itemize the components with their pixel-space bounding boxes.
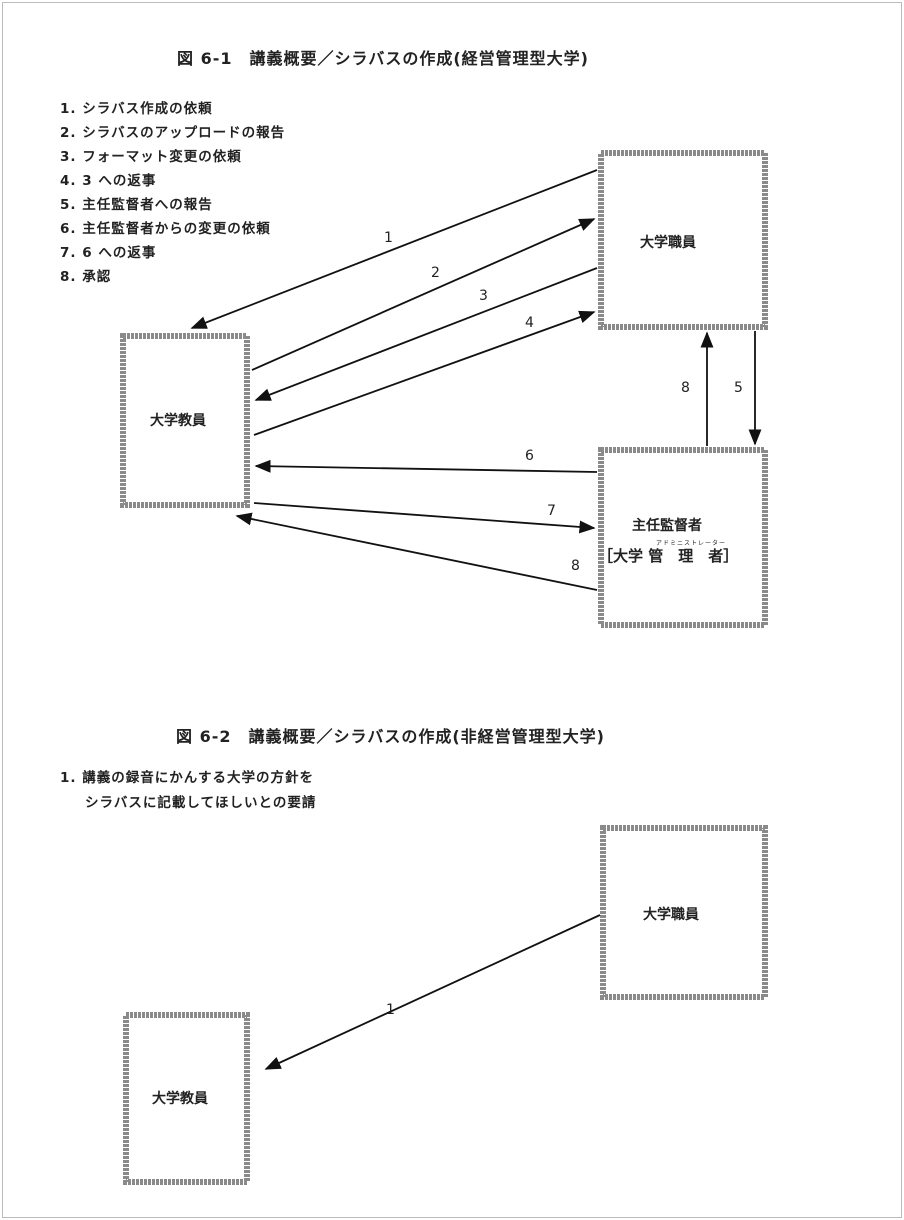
arrow-label: 2	[431, 265, 440, 281]
fig2-arrow-1	[264, 914, 601, 1070]
fig1-legend-item: 3. フォーマット変更の依頼	[60, 149, 242, 165]
fig1-supervisor-label: 主任監督者	[632, 518, 702, 534]
fig1-legend-item: 6. 主任監督者からの変更の依頼	[60, 221, 271, 237]
fig1-faculty-label: 大学教員	[150, 413, 206, 429]
fig1-legend-item: 5. 主任監督者への報告	[60, 197, 213, 213]
fig1-legend-item: 7. 6 への返事	[60, 245, 157, 261]
arrow-label: 1	[386, 1002, 395, 1018]
figure1-title: 図 6-1 講義概要／シラバスの作成(経営管理型大学)	[177, 49, 589, 68]
fig1-staff-label: 大学職員	[640, 235, 696, 251]
fig2-faculty-label: 大学教員	[152, 1091, 208, 1107]
arrow-label: 8	[571, 558, 580, 574]
arrow-label: 5	[734, 380, 743, 396]
fig2-faculty-box	[123, 1012, 250, 1185]
arrow-label: 4	[525, 315, 534, 331]
fig1-admin-ruby: アドミニストレーター	[656, 540, 727, 547]
fig1-arrow-1	[190, 169, 598, 329]
fig1-arrow-2	[251, 218, 596, 371]
arrow-label: 8	[681, 380, 690, 396]
fig2-staff-box	[600, 825, 768, 1000]
fig1-legend-item: 2. シラバスのアップロードの報告	[60, 125, 286, 141]
fig1-supervisor-box	[598, 447, 768, 628]
fig1-admin-label: ［大学 管 理 者］	[598, 547, 739, 565]
fig1-faculty-box	[120, 333, 250, 508]
fig1-legend-item: 8. 承認	[60, 269, 112, 285]
arrow-label: 3	[479, 288, 488, 304]
figure2-title: 図 6-2 講義概要／シラバスの作成(非経営管理型大学)	[176, 727, 605, 746]
arrow-label: 1	[384, 230, 393, 246]
fig1-arrow-8	[235, 512, 598, 591]
fig2-legend-item: 1. 講義の録音にかんする大学の方針を	[60, 770, 314, 786]
fig1-legend-item: 4. 3 への返事	[60, 173, 157, 189]
fig1-arrow-6	[254, 459, 598, 473]
fig2-staff-label: 大学職員	[643, 907, 699, 923]
fig2-legend-item: シラバスに記載してほしいとの要請	[85, 795, 317, 811]
fig1-arrow-4	[253, 310, 596, 436]
arrow-label: 6	[525, 448, 534, 464]
fig1-arrow-3	[254, 267, 598, 401]
arrow-label: 7	[547, 503, 556, 519]
fig1-arrow-7	[253, 502, 596, 534]
fig1-legend-item: 1. シラバス作成の依頼	[60, 101, 213, 117]
fig1-staff-box	[598, 150, 768, 330]
